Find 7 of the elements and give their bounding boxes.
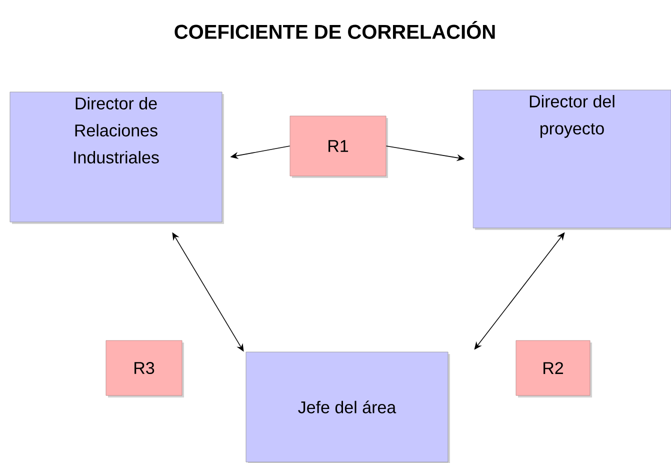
person-box: Jefe del área [246,352,450,463]
person-box: Director de Relaciones Industriales [10,92,224,224]
title: COEFICIENTE DE CORRELACIÓN [174,21,495,39]
relation-box: R2 [516,340,592,398]
relation-box: R3 [106,340,184,398]
person-box: Director del proyecto [472,90,671,230]
relation-box: R1 [290,116,388,178]
